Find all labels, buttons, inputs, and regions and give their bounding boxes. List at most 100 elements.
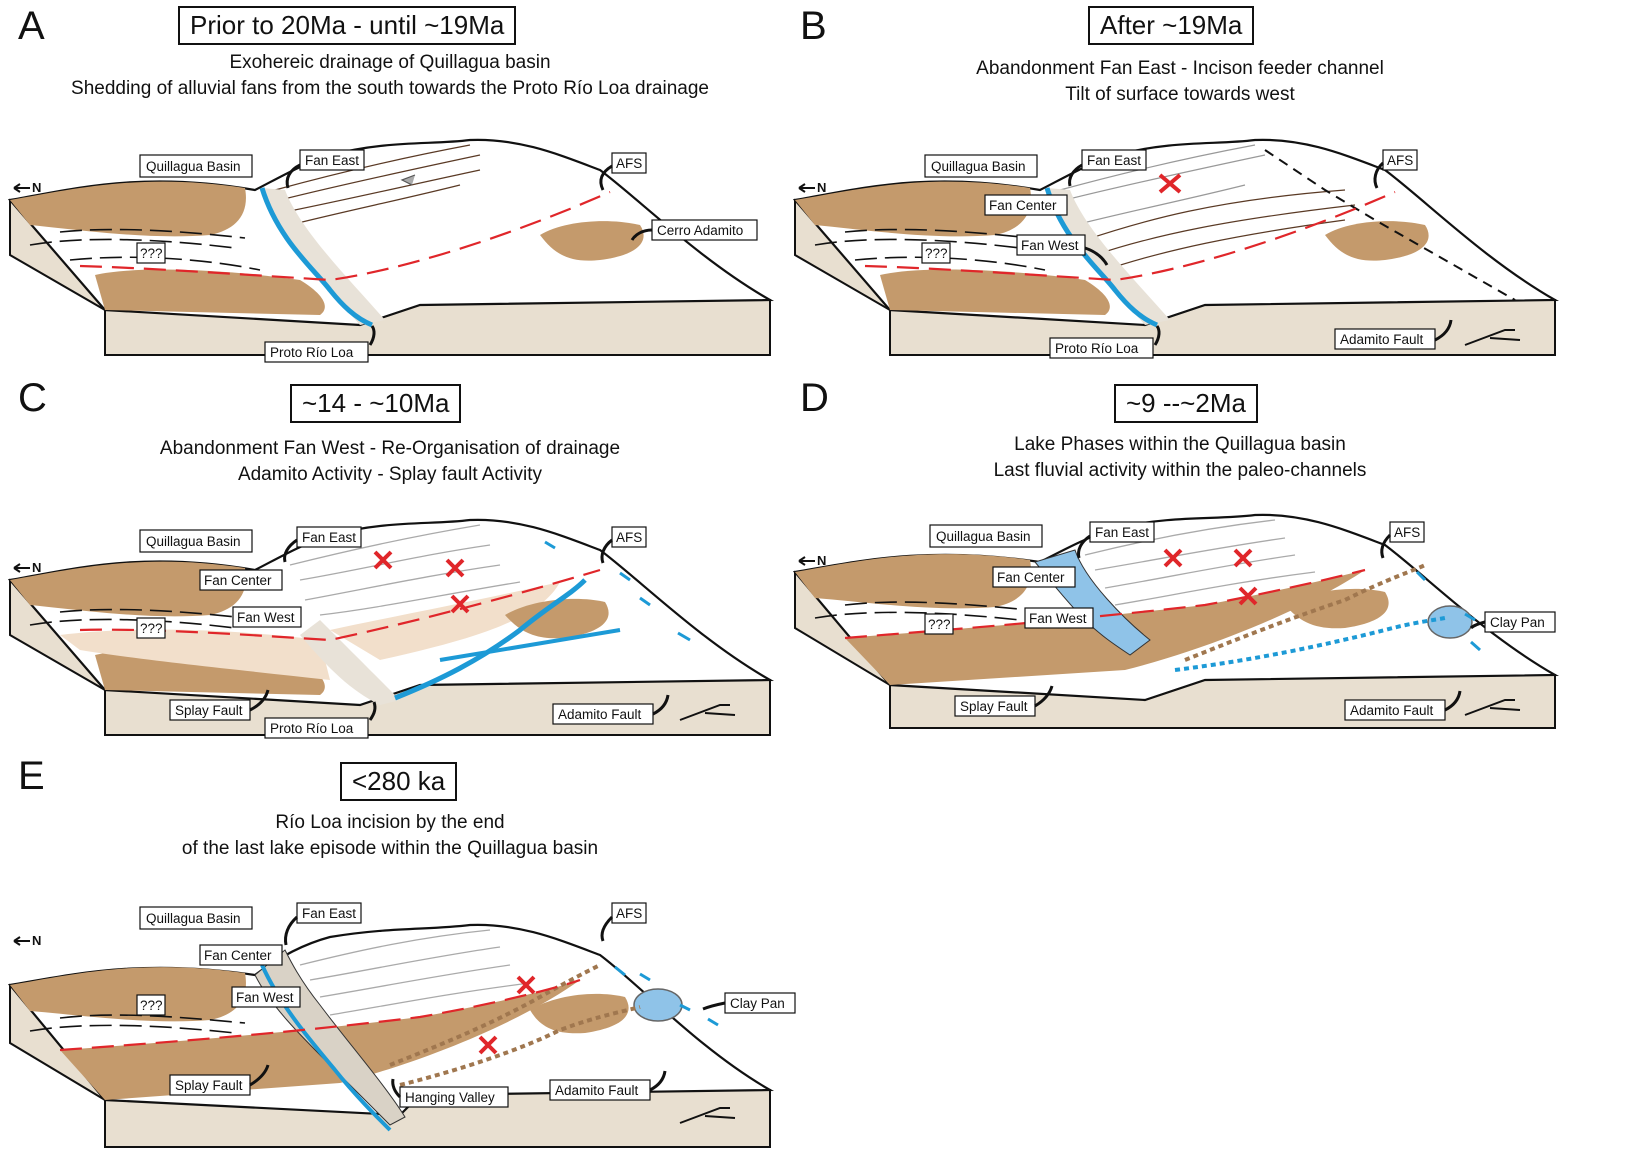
block-diagram-a: Quillagua Basin Fan East AFS Cerro Adami…: [7, 138, 775, 363]
fault-offset-icon: [1464, 699, 1521, 716]
cerro-adamito-hill: [530, 993, 629, 1034]
pointer-arrow-icon: [1469, 620, 1486, 630]
label-fan-east: Fan East: [1087, 153, 1141, 168]
pointer-arrow-icon: [630, 228, 653, 241]
label-box: [199, 569, 283, 591]
subtitle-line-1: Río Loa incision by the end: [275, 812, 505, 833]
label-box: [136, 242, 166, 264]
subtitle-line-2: Adamito Activity - Splay fault Activity: [237, 464, 543, 485]
subtitle-line-1: Abandonment Fan West - Re-Organisation o…: [159, 438, 621, 459]
cerro-adamito-hill: [540, 221, 644, 261]
label-adamito-fault: Adamito Fault: [558, 707, 642, 722]
label-proto-rio-loa: Proto Río Loa: [1055, 341, 1139, 356]
river-channel: [394, 578, 587, 701]
label-splay-fault: Splay Fault: [175, 703, 243, 718]
north-label: N: [32, 180, 41, 195]
panel-letter: C: [18, 376, 47, 420]
sediment-body: [10, 967, 246, 1022]
sediment-body: [95, 269, 325, 315]
north-label: N: [32, 933, 41, 948]
label-adamito-fault: Adamito Fault: [1350, 703, 1434, 718]
label-cerro-adamito: Cerro Adamito: [657, 223, 743, 238]
stipple-channel: [1047, 188, 1170, 325]
north-label: N: [817, 553, 826, 568]
label-box: [929, 524, 1043, 548]
label-box: [1389, 521, 1425, 543]
label-box: [1016, 234, 1086, 256]
label-box: [611, 526, 647, 548]
label-fan-center: Fan Center: [997, 570, 1065, 585]
fan-surface-lines: [1084, 519, 1316, 606]
pointer-arrow-icon: [1153, 325, 1161, 346]
label-splay-fault: Splay Fault: [175, 1078, 243, 1093]
subtitle-line-2: Last fluvial activity within the paleo-c…: [993, 460, 1367, 481]
paleo-channel: [399, 1005, 641, 1087]
abandonment-cross-icon: [1158, 173, 1182, 194]
pointer-arrow-icon: [1034, 685, 1054, 708]
label-fan-west: Fan West: [1021, 238, 1079, 253]
pointer-arrow-icon: [1380, 533, 1392, 559]
label-fan-center: Fan Center: [989, 198, 1057, 213]
pointer-arrow-icon: [284, 915, 299, 946]
label-clay-pan: Clay Pan: [1490, 615, 1545, 630]
label-box: [1049, 337, 1154, 359]
label-box: [139, 154, 253, 178]
label-unknown: ???: [140, 621, 163, 636]
label-unknown: ???: [925, 246, 948, 261]
label-proto-rio-loa: Proto Río Loa: [270, 345, 354, 360]
label-box: [264, 341, 369, 363]
subtitle-line-1: Abandonment Fan East - Incison feeder ch…: [976, 58, 1384, 79]
label-fan-west: Fan West: [1029, 611, 1087, 626]
label-adamito-fault: Adamito Fault: [555, 1083, 639, 1098]
subtitle-line-2: of the last lake episode within the Quil…: [181, 838, 599, 859]
pointer-arrow-icon: [1068, 163, 1083, 187]
north-arrow-icon: [13, 563, 30, 573]
north-arrow-icon: [13, 936, 30, 946]
north-label: N: [817, 180, 826, 195]
label-box: [924, 613, 954, 635]
cerro-adamito-hill: [1325, 221, 1429, 261]
label-box: [611, 152, 647, 174]
cerro-adamito-hill: [505, 598, 609, 639]
label-afs: AFS: [1394, 525, 1420, 540]
period-box: <280 ka: [340, 762, 458, 801]
subtitle-line-1: Lake Phases within the Quillagua basin: [1014, 434, 1346, 455]
terrace-fill: [60, 629, 330, 680]
stipple-channel: [262, 188, 385, 325]
abandonment-cross-icon: [450, 594, 470, 614]
label-fan-west: Fan West: [236, 990, 294, 1005]
pointer-arrow-icon: [1434, 319, 1453, 342]
label-box: [611, 902, 647, 924]
pointer-arrow-icon: [600, 915, 614, 942]
sediment-body: [10, 181, 246, 237]
label-box: [136, 617, 166, 639]
pointer-arrow-icon: [391, 1078, 402, 1099]
label-afs: AFS: [616, 906, 642, 921]
label-fan-east: Fan East: [305, 153, 359, 168]
period-box: After ~19Ma: [1088, 6, 1255, 45]
fault-offset-icon: [1464, 329, 1521, 346]
label-box: [1089, 521, 1155, 543]
block-diagram-b: Quillagua Basin Fan East Fan Center Fan …: [792, 138, 1560, 359]
panel-letter: A: [18, 4, 45, 48]
label-fan-center: Fan Center: [204, 948, 272, 963]
label-box: [296, 902, 362, 924]
abandonment-cross-icon: [1238, 586, 1258, 606]
label-quillagua-basin: Quillagua Basin: [931, 159, 1026, 174]
pointer-arrow-icon: [649, 1070, 667, 1092]
label-box: [921, 242, 951, 264]
label-box: [231, 986, 301, 1008]
panel-letter: B: [800, 4, 827, 48]
pointer-arrow-icon: [652, 694, 670, 716]
label-proto-rio-loa: Proto Río Loa: [270, 721, 354, 736]
label-unknown: ???: [928, 617, 951, 632]
pointer-arrow-icon: [368, 325, 376, 346]
block-diagram-e: Quillagua Basin Fan East Fan Center Fan …: [7, 902, 796, 1148]
abandonment-cross-icon: [516, 975, 536, 995]
pointer-arrow-icon: [599, 164, 613, 191]
label-box: [1024, 607, 1094, 629]
label-fan-east: Fan East: [1095, 525, 1149, 540]
label-box: [136, 994, 166, 1016]
pointer-arrow-icon: [1077, 534, 1091, 559]
pointer-arrow-icon: [1084, 246, 1109, 266]
